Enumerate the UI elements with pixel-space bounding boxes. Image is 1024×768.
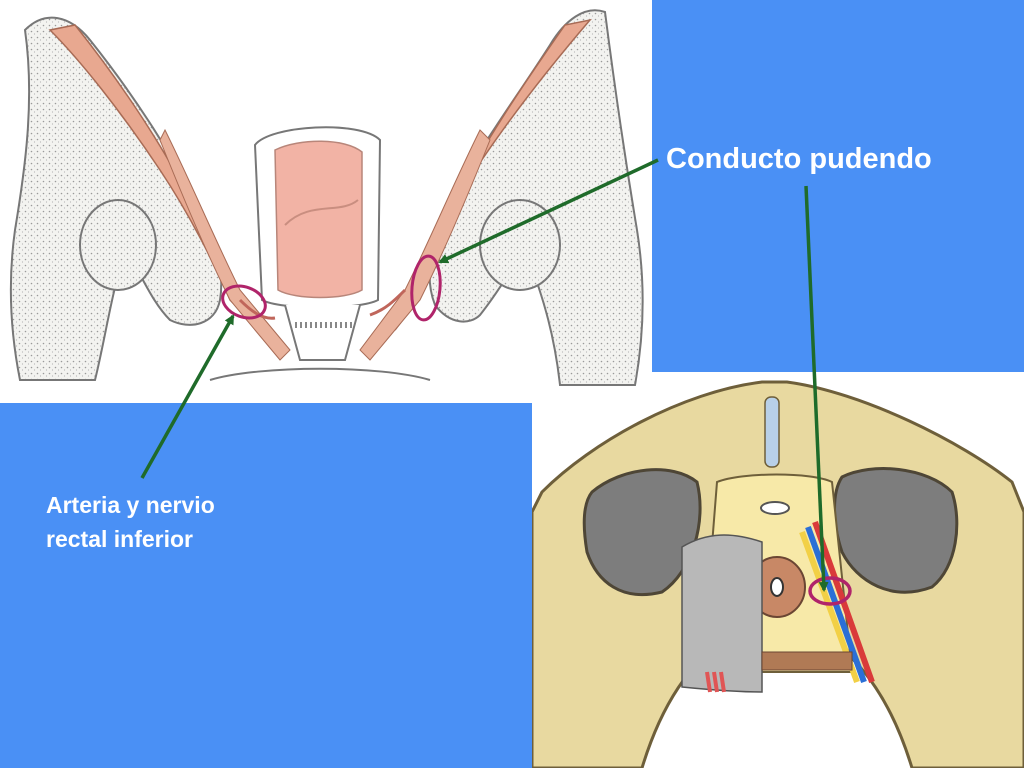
rectum-fold <box>284 199 359 226</box>
blue-panel-top-right <box>652 0 1024 372</box>
right-vessels <box>369 288 407 317</box>
pelvis-coronal-illustration <box>9 9 644 386</box>
label-arteria-nervio: Arteria y nervio rectal inferior <box>46 488 215 556</box>
left-femoral-head <box>79 199 157 291</box>
pubic-symphysis <box>764 396 780 468</box>
circle-highlight-icon <box>221 284 267 320</box>
left-levator <box>159 128 291 361</box>
arrow-icon <box>438 158 659 264</box>
anus <box>770 577 784 597</box>
arrow-icon <box>804 185 829 592</box>
rectum-lumen <box>274 140 363 299</box>
perineal-membrane <box>761 651 853 671</box>
circle-highlight-icon <box>410 254 442 322</box>
arrow-icon <box>140 314 235 479</box>
label-arteria-line2: rectal inferior <box>46 526 193 552</box>
urethra <box>760 501 790 515</box>
left-hip-bone <box>9 16 223 381</box>
pelvis-perineal-illustration <box>532 380 1024 768</box>
label-arteria-line1: Arteria y nervio <box>46 492 215 518</box>
gluteus-strip <box>681 534 763 693</box>
anal-canal <box>284 304 361 361</box>
right-levator <box>359 129 491 361</box>
blue-panel-bottom-left <box>0 403 532 768</box>
circle-highlight-icon <box>808 576 852 606</box>
left-bundle <box>705 671 726 693</box>
left-vessels <box>238 298 276 320</box>
skin-line <box>209 367 431 381</box>
label-conducto-pudendo: Conducto pudendo <box>666 143 932 175</box>
left-obturator-foramen <box>582 468 702 597</box>
